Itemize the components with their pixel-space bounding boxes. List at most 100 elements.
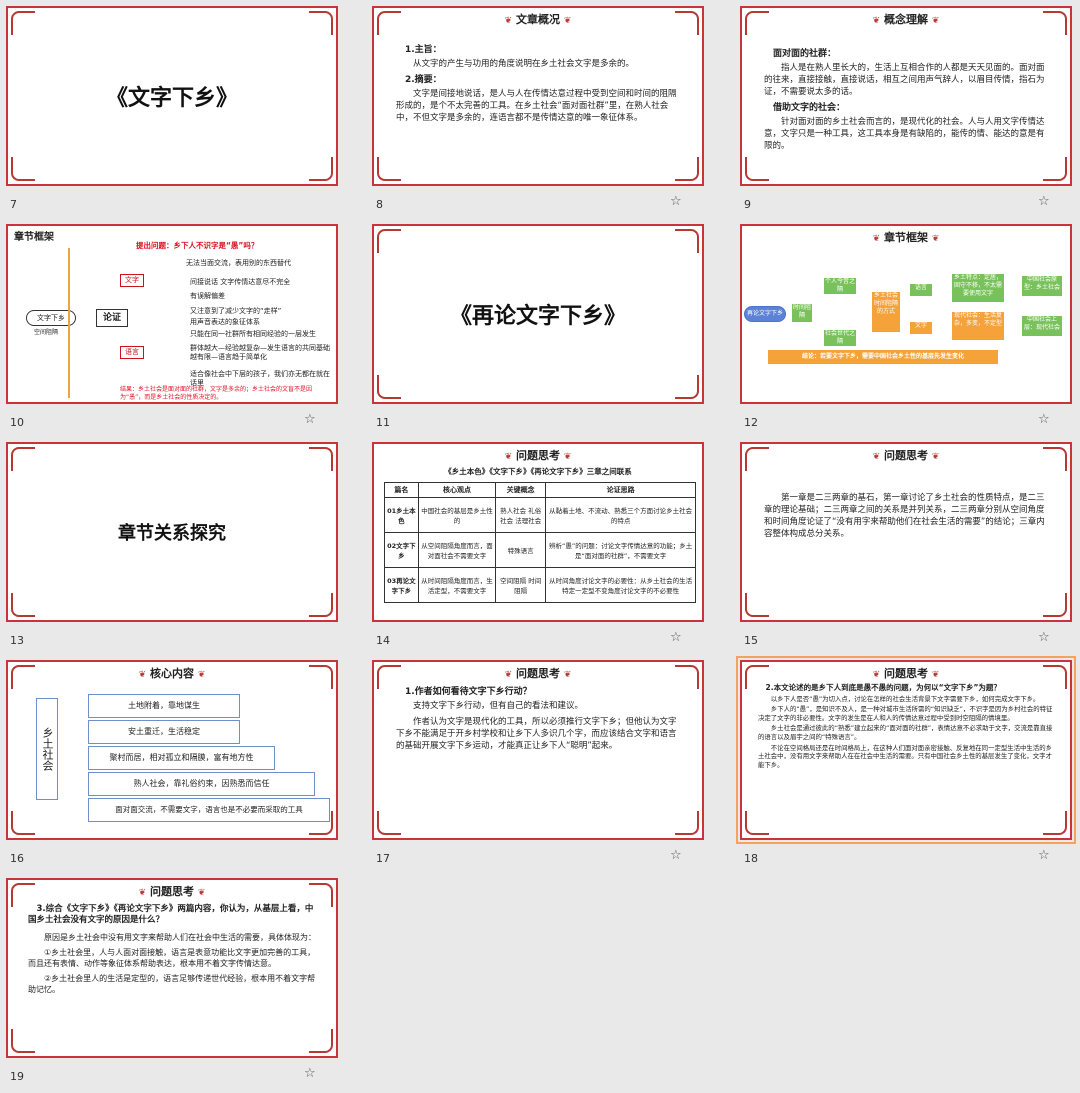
corner-ornament [377,811,401,835]
slide-thumb-8[interactable]: ❦ 文章概况 ❦ 1.主旨： 从文字的产生与功用的角度说明在乡土社会文字是多余的… [372,6,712,221]
ornament-icon: ❦ [563,16,572,26]
corner-ornament [1043,157,1067,181]
slide-thumb-15[interactable]: ❦ 问题思考 ❦ 第一章是二三两章的基石，第一章讨论了乡土社会的性质特点，是二三… [740,442,1080,657]
ornament-icon: ❦ [872,670,881,680]
corner-ornament [745,11,769,35]
slide-18[interactable]: ❦ 问题思考 ❦ 2.本文论述的是乡下人到底是愚不愚的问题，为何以“文字下乡”为… [736,656,1076,844]
slide-header: ❦ 核心内容 ❦ [138,667,206,680]
table-row: 01乡土本色 中国社会的基层是乡土性的 熟人社会 礼俗社会 法理社会 从黏着土地… [384,497,696,533]
corner-ornament [11,593,35,617]
slide-header: 章节框架 [14,232,54,243]
slide-8[interactable]: ❦ 文章概况 ❦ 1.主旨： 从文字的产生与功用的角度说明在乡土社会文字是多余的… [372,6,704,186]
slide-thumb-7[interactable]: 《文字下乡》 7 [6,6,346,221]
star-icon[interactable]: ☆ [670,848,682,863]
slide-header: ❦ 问题思考 ❦ [504,667,572,680]
slide-10[interactable]: 章节框架 提出问题：乡下人不识字是“愚”吗？ 文字下乡 空间阻隔 论证 文字 语… [6,224,338,404]
slide-15[interactable]: ❦ 问题思考 ❦ 第一章是二三两章的基石，第一章讨论了乡土社会的性质特点，是二三… [740,442,1072,622]
ornament-icon: ❦ [504,16,513,26]
corner-ornament [377,157,401,181]
slide-number: 19 [10,1070,24,1083]
slide-16[interactable]: ❦ 核心内容 ❦ 乡土社会 土地附着，靠地谋生 安土重迁，生活稳定 聚村而居，相… [6,660,338,840]
corner-ornament [309,811,333,835]
slide-thumb-17[interactable]: ❦ 问题思考 ❦ 1.作者如何看待文字下乡行动？ 支持文字下乡行动，但有自己的看… [372,660,712,875]
slide-body: 2.本文论述的是乡下人到底是愚不愚的问题，为何以“文字下乡”为题？ 以乡下人是否… [758,683,1053,769]
star-icon[interactable]: ☆ [670,630,682,645]
slide-thumb-16[interactable]: ❦ 核心内容 ❦ 乡土社会 土地附着，靠地谋生 安土重迁，生活稳定 聚村而居，相… [6,660,346,875]
core-left-label: 乡土社会 [36,698,58,800]
slide-number: 7 [10,198,17,211]
corner-ornament [377,665,401,689]
slide-header: ❦ 问题思考 ❦ [504,449,572,462]
slide-17[interactable]: ❦ 问题思考 ❦ 1.作者如何看待文字下乡行动？ 支持文字下乡行动，但有自己的看… [372,660,704,840]
star-icon[interactable]: ☆ [1038,630,1050,645]
corner-ornament [745,593,769,617]
slide-thumb-18[interactable]: ❦ 问题思考 ❦ 2.本文论述的是乡下人到底是愚不愚的问题，为何以“文字下乡”为… [736,656,1080,875]
slide-11[interactable]: 《再论文字下乡》 [372,224,704,404]
slide-thumb-19[interactable]: ❦ 问题思考 ❦ 3.综合《文字下乡》《再论文字下乡》两篇内容，你认为，从基层上… [6,878,346,1093]
slide-number: 12 [744,416,758,429]
corner-ornament [377,375,401,399]
slide-header: ❦ 文章概况 ❦ [504,13,572,26]
corner-ornament [309,1029,333,1053]
branch-yuyan: 语言 [120,346,144,359]
slide-13[interactable]: 章节关系探究 [6,442,338,622]
frame-line [68,248,140,398]
corner-ornament [675,665,699,689]
slide-body: 面对面的社群： 指人是在熟人里长大的，生活上互相合作的人都是天天见面的。面对面的… [764,49,1045,151]
ornament-icon: ❦ [563,670,572,680]
conclusion-bar: 结论：若要文字下乡，需要中国社会乡土性的基层先发生变化 [768,350,998,364]
slide-number: 16 [10,852,24,865]
star-icon[interactable]: ☆ [1038,194,1050,209]
corner-ornament [1043,11,1067,35]
slide-title: 章节关系探究 [118,523,226,544]
corner-ornament [11,811,35,835]
table-title: 《乡土本色》《文字下乡》《再论文字下乡》三章之间联系 [444,467,632,476]
ornament-icon: ❦ [563,452,572,462]
question-label: 提出问题：乡下人不识字是“愚”吗？ [136,241,259,250]
star-icon[interactable]: ☆ [1038,848,1050,863]
star-icon[interactable]: ☆ [304,412,316,427]
slide-thumb-14[interactable]: ❦ 问题思考 ❦ 《乡土本色》《文字下乡》《再论文字下乡》三章之间联系 篇名 核… [372,442,712,657]
corner-ornament [675,11,699,35]
slide-7[interactable]: 《文字下乡》 [6,6,338,186]
corner-ornament [675,375,699,399]
slide-number: 11 [376,416,390,429]
ornament-icon: ❦ [504,670,513,680]
corner-ornament [377,229,401,253]
root-sub: 空间阻隔 [34,329,59,336]
ornament-icon: ❦ [138,888,147,898]
corner-ornament [11,11,35,35]
ornament-icon: ❦ [931,670,940,680]
corner-ornament [309,665,333,689]
center-node: 论证 [96,309,128,327]
slide-thumb-13[interactable]: 章节关系探究 13 [6,442,346,657]
slide-number: 10 [10,416,24,429]
slide-12[interactable]: ❦ 章节框架 ❦ 再论文字下乡 时间阻隔 个人今昔之隔 社会世代之隔 乡土社会时… [740,224,1072,404]
corner-ornament [11,1029,35,1053]
slide-thumb-9[interactable]: ❦ 概念理解 ❦ 面对面的社群： 指人是在熟人里长大的，生活上互相合作的人都是天… [740,6,1080,221]
corner-ornament [11,665,35,689]
slide-thumb-12[interactable]: ❦ 章节框架 ❦ 再论文字下乡 时间阻隔 个人今昔之隔 社会世代之隔 乡土社会时… [740,224,1080,439]
slide-thumb-11[interactable]: 《再论文字下乡》 11 [372,224,712,439]
slide-body: 第一章是二三两章的基石，第一章讨论了乡土社会的性质特点，是二三章的理论基础；二三… [764,493,1045,539]
corner-ornament [745,665,769,689]
slide-9[interactable]: ❦ 概念理解 ❦ 面对面的社群： 指人是在熟人里长大的，生活上互相合作的人都是天… [740,6,1072,186]
root-node: 文字下乡 [26,310,76,326]
corner-ornament [675,157,699,181]
table-row: 03再论文字下乡 从时间阻隔角度而言，生活定型，不需要文字 空间阻隔 时间阻隔 … [384,567,696,603]
slide-body: 1.作者如何看待文字下乡行动？ 支持文字下乡行动，但有自己的看法和建议。 作者认… [396,687,677,751]
slide-header: ❦ 问题思考 ❦ [138,885,206,898]
star-icon[interactable]: ☆ [670,194,682,209]
conclusion-text: 结果：乡土社会是面对面的社群，文字是多余的；乡土社会的文盲不是因为“愚”，而是乡… [120,386,313,401]
corner-ornament [745,447,769,471]
slide-14[interactable]: ❦ 问题思考 ❦ 《乡土本色》《文字下乡》《再论文字下乡》三章之间联系 篇名 核… [372,442,704,622]
slide-19[interactable]: ❦ 问题思考 ❦ 3.综合《文字下乡》《再论文字下乡》两篇内容，你认为，从基层上… [6,878,338,1058]
slide-number: 13 [10,634,24,647]
corner-ornament [745,157,769,181]
star-icon[interactable]: ☆ [1038,412,1050,427]
ornament-icon: ❦ [872,234,881,244]
slide-thumb-10[interactable]: 章节框架 提出问题：乡下人不识字是“愚”吗？ 文字下乡 空间阻隔 论证 文字 语… [6,224,346,439]
corner-ornament [309,157,333,181]
star-icon[interactable]: ☆ [304,1066,316,1081]
ornament-icon: ❦ [931,234,940,244]
